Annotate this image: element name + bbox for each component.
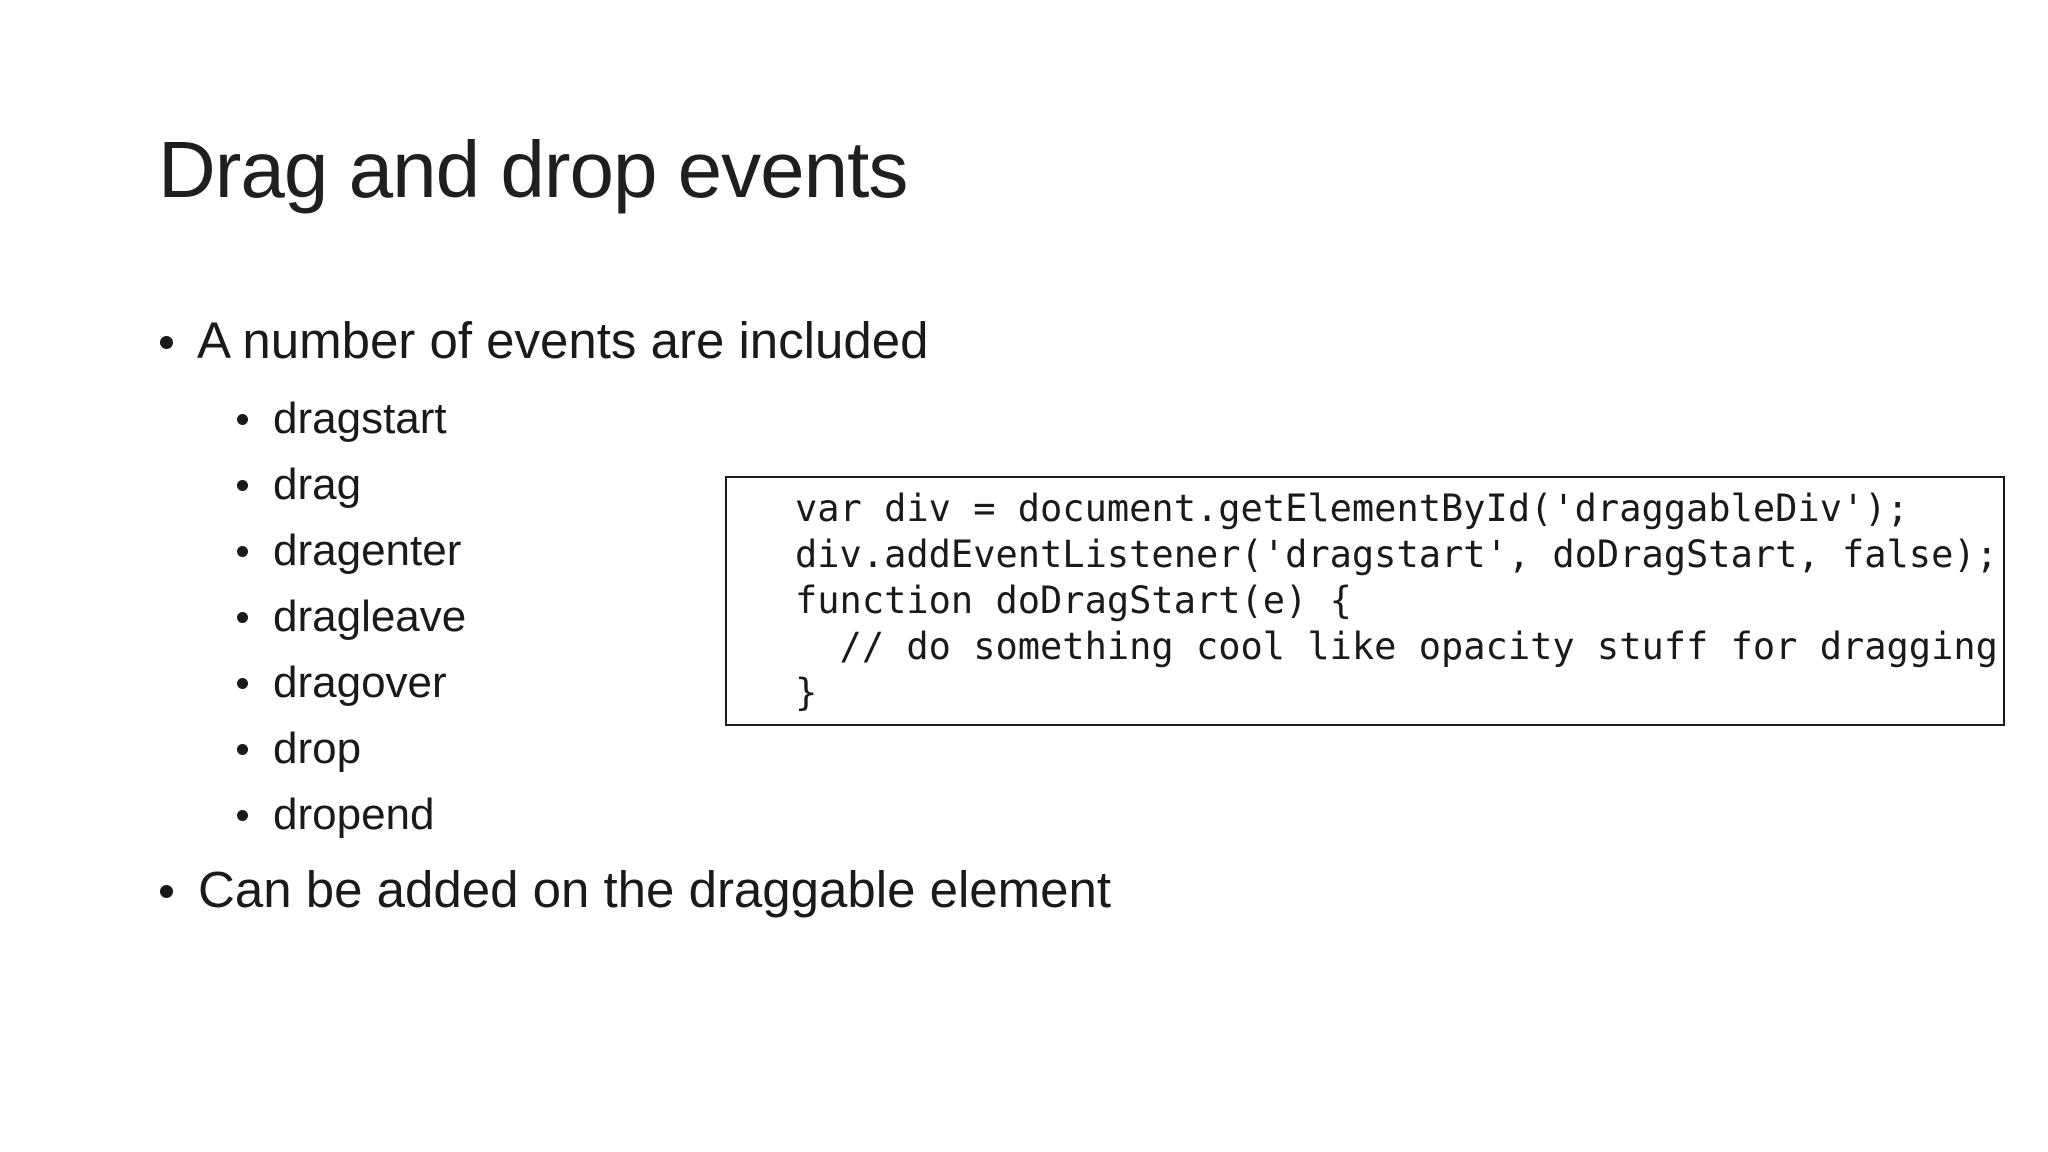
event-name: dragenter xyxy=(273,526,462,575)
list-item: dragstart xyxy=(237,386,466,452)
bullet-icon xyxy=(160,336,173,349)
bullet-icon xyxy=(237,414,248,425)
bullet-icon xyxy=(237,546,248,557)
list-item: dropend xyxy=(237,782,466,848)
bullet-icon xyxy=(237,810,248,821)
list-item: dragleave xyxy=(237,584,467,650)
event-name: drag xyxy=(273,460,362,509)
event-name: dragover xyxy=(273,658,447,707)
bullet-icon xyxy=(237,612,248,623)
list-item: drag xyxy=(237,452,466,518)
list-item: dragover xyxy=(237,650,466,716)
code-box: var div = document.getElementById('dragg… xyxy=(725,476,2005,726)
bullet-icon xyxy=(237,678,248,689)
bullet-icon xyxy=(237,480,248,491)
event-name: dragstart xyxy=(273,394,447,443)
event-name: dropend xyxy=(273,790,435,839)
slide-title: Drag and drop events xyxy=(158,125,908,214)
bullet-line-can-be-added: Can be added on the draggable element xyxy=(198,861,1112,918)
event-name: drop xyxy=(273,724,362,773)
list-item: dragenter xyxy=(237,518,466,584)
bullet-icon xyxy=(160,885,173,898)
list-item: drop xyxy=(237,716,466,782)
event-list: dragstart drag dragenter dragleave drago… xyxy=(237,386,467,848)
event-name: dragleave xyxy=(273,592,467,641)
code-snippet: var div = document.getElementById('dragg… xyxy=(795,487,1998,714)
bullet-line-events-included: A number of events are included xyxy=(197,312,929,369)
bullet-icon xyxy=(237,744,248,755)
